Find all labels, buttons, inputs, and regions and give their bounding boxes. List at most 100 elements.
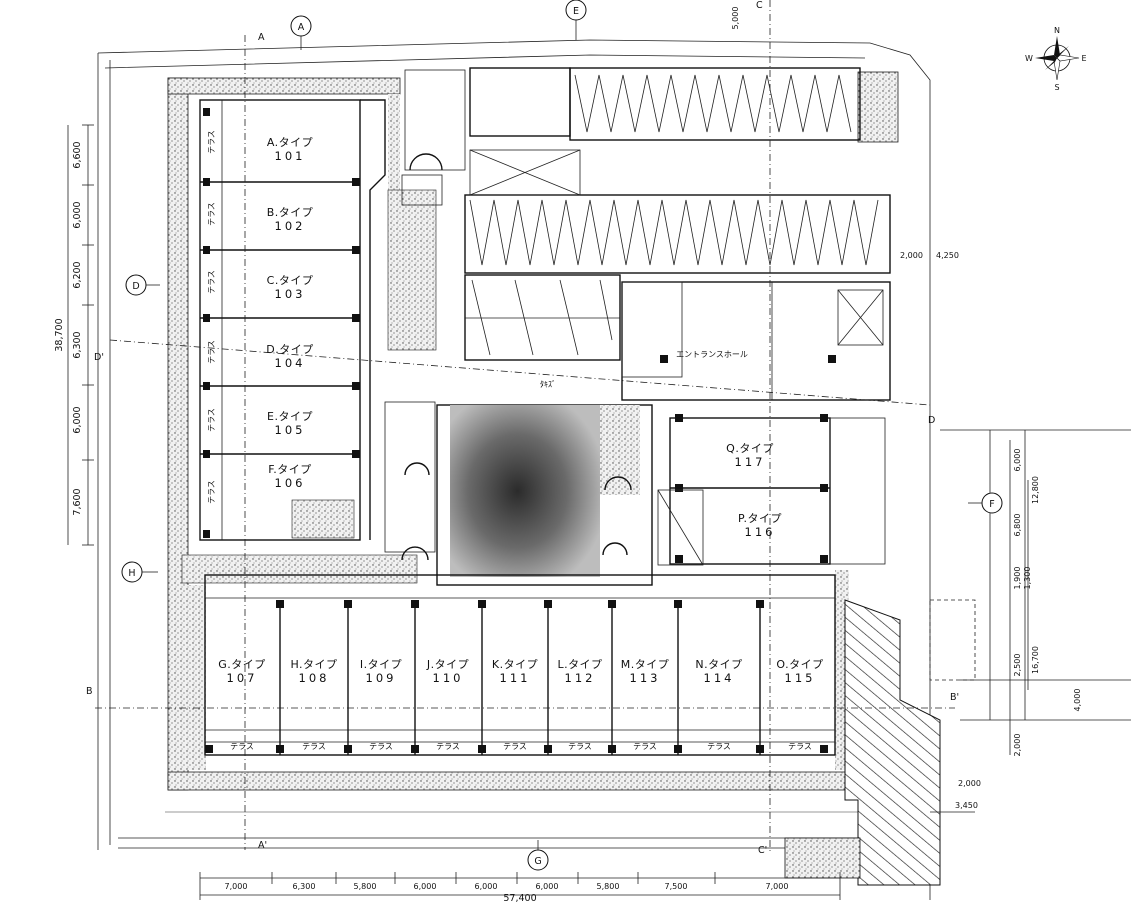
unit-number: 114 bbox=[704, 671, 735, 685]
unit-number: 112 bbox=[565, 671, 596, 685]
south-wing bbox=[204, 574, 836, 756]
dim-right-4: 1,900 bbox=[1013, 567, 1022, 590]
unit-type-label: Q.タイプ bbox=[726, 442, 774, 455]
compass-west: W bbox=[1025, 54, 1033, 63]
unit-number: 116 bbox=[745, 525, 776, 539]
terrace-label: テラス bbox=[633, 742, 657, 751]
terrace-label: テラス bbox=[207, 270, 216, 294]
unit-115: O.タイプ 115 bbox=[776, 658, 823, 685]
unit-type-label: N.タイプ bbox=[695, 658, 742, 671]
unit-number: 105 bbox=[275, 423, 306, 437]
grid-label: H bbox=[128, 568, 135, 579]
grid-bubbles: A E D H G F bbox=[121, 0, 1003, 871]
dim-left-6: 7,600 bbox=[72, 488, 83, 515]
unit-114: N.タイプ 114 bbox=[695, 658, 742, 685]
unit-type-label: D.タイプ bbox=[266, 343, 313, 356]
dim-right-3: 12,800 bbox=[1031, 476, 1040, 504]
terrace-label: テラス bbox=[503, 742, 527, 751]
unit-type-label: L.タイプ bbox=[557, 658, 602, 671]
unit-101: A.タイプ 101 bbox=[267, 136, 313, 163]
unit-112: L.タイプ 112 bbox=[557, 658, 602, 685]
unit-number: 110 bbox=[433, 671, 464, 685]
unit-109: I.タイプ 109 bbox=[360, 658, 402, 685]
west-wing bbox=[199, 99, 386, 541]
unit-103: C.タイプ 103 bbox=[267, 274, 314, 301]
grid-bubble-f: F bbox=[968, 492, 1003, 514]
courtyard bbox=[436, 404, 653, 586]
grid-label: E bbox=[573, 6, 579, 17]
dim-bottom-1: 7,000 bbox=[225, 882, 248, 891]
dim-bottom-3: 5,800 bbox=[354, 882, 377, 891]
unit-type-label: K.タイプ bbox=[492, 658, 538, 671]
unit-number: 115 bbox=[785, 671, 816, 685]
unit-110: J.タイプ 110 bbox=[426, 658, 469, 685]
grid-bubble-e: E bbox=[565, 0, 587, 40]
unit-number: 113 bbox=[630, 671, 661, 685]
grid-label: D bbox=[132, 281, 139, 292]
terrace-label: テラス bbox=[230, 742, 254, 751]
section-mark-b: B bbox=[86, 686, 93, 697]
unit-108: H.タイプ 108 bbox=[290, 658, 337, 685]
unit-type-label: A.タイプ bbox=[267, 136, 313, 149]
unit-type-label: M.タイプ bbox=[621, 658, 670, 671]
grid-bubble-g: G bbox=[527, 840, 549, 871]
section-lines bbox=[95, 0, 955, 852]
terrace-label: テラス bbox=[788, 742, 812, 751]
site-boundary bbox=[97, 39, 1131, 900]
dim-left-labels: 6,600 6,000 6,200 6,300 6,000 7,600 38,7… bbox=[54, 141, 83, 515]
unit-116: P.タイプ 116 bbox=[738, 512, 781, 539]
kitchen-label: ﾀｷｽﾞ bbox=[540, 380, 556, 389]
dim-bottom-6: 6,000 bbox=[536, 882, 559, 891]
dim-bottom-9: 7,000 bbox=[766, 882, 789, 891]
dim-bottom-4: 6,000 bbox=[414, 882, 437, 891]
section-mark-b-prime: B' bbox=[950, 692, 959, 703]
dim-bottom-5: 6,000 bbox=[475, 882, 498, 891]
terrace-label: テラス bbox=[207, 130, 216, 154]
dim-left-5: 6,000 bbox=[72, 406, 83, 433]
dim-left-total: 38,700 bbox=[54, 318, 65, 351]
unit-104: D.タイプ 104 bbox=[266, 343, 313, 370]
south-terrace-labels: テラス テラス テラス テラス テラス テラス テラス テラス テラス bbox=[230, 742, 812, 751]
unit-number: 103 bbox=[275, 287, 306, 301]
section-mark-a-prime: A' bbox=[258, 840, 267, 851]
section-mark-d: D bbox=[928, 415, 935, 426]
dim-bottom-8: 7,500 bbox=[665, 882, 688, 891]
dimension-lines bbox=[67, 124, 1029, 900]
unit-number: 108 bbox=[299, 671, 330, 685]
dim-right-labels: 6,000 6,800 12,800 1,900 1,300 2,500 16,… bbox=[731, 7, 1082, 810]
east-block bbox=[621, 281, 891, 566]
unit-type-label: C.タイプ bbox=[267, 274, 314, 287]
unit-type-label: F.タイプ bbox=[268, 463, 312, 476]
dim-right-11: 3,450 bbox=[955, 801, 978, 810]
entrance-hall-label: エントランスホール bbox=[676, 350, 748, 359]
section-mark-a: A bbox=[258, 32, 265, 43]
dim-right-7: 16,700 bbox=[1031, 646, 1040, 674]
section-mark-c: C bbox=[756, 0, 763, 11]
dim-right-6: 2,500 bbox=[1013, 654, 1022, 677]
dim-top-right-2: 4,250 bbox=[936, 251, 959, 260]
east-unit-labels: Q.タイプ 117 P.タイプ 116 エントランスホール ﾀｷｽﾞ bbox=[540, 350, 781, 539]
dim-left-2: 6,000 bbox=[72, 201, 83, 228]
southeast-hatched-area bbox=[784, 599, 976, 886]
unit-number: 106 bbox=[275, 476, 306, 490]
grid-label: G bbox=[534, 856, 541, 867]
terrace-label: テラス bbox=[207, 408, 216, 432]
unit-type-label: B.タイプ bbox=[267, 206, 314, 219]
section-mark-d-prime: D' bbox=[94, 352, 104, 363]
terrace-label: テラス bbox=[707, 742, 731, 751]
dim-bottom-2: 6,300 bbox=[293, 882, 316, 891]
unit-106: F.タイプ 106 bbox=[268, 463, 312, 490]
unit-type-label: G.タイプ bbox=[218, 658, 266, 671]
grid-bubble-h: H bbox=[121, 561, 158, 583]
south-unit-labels: G.タイプ 107 H.タイプ 108 I.タイプ 109 J.タイプ 110 … bbox=[218, 658, 823, 751]
dim-right-10: 2,000 bbox=[958, 779, 981, 788]
unit-number: 117 bbox=[735, 455, 766, 469]
unit-number: 101 bbox=[275, 149, 306, 163]
grid-bubble-a: A bbox=[290, 15, 312, 50]
unit-102: B.タイプ 102 bbox=[267, 206, 314, 233]
dim-left-3: 6,200 bbox=[72, 261, 83, 288]
section-mark-c-prime: C' bbox=[758, 845, 767, 856]
dim-right-1: 6,000 bbox=[1013, 449, 1022, 472]
compass-north: N bbox=[1054, 26, 1060, 35]
